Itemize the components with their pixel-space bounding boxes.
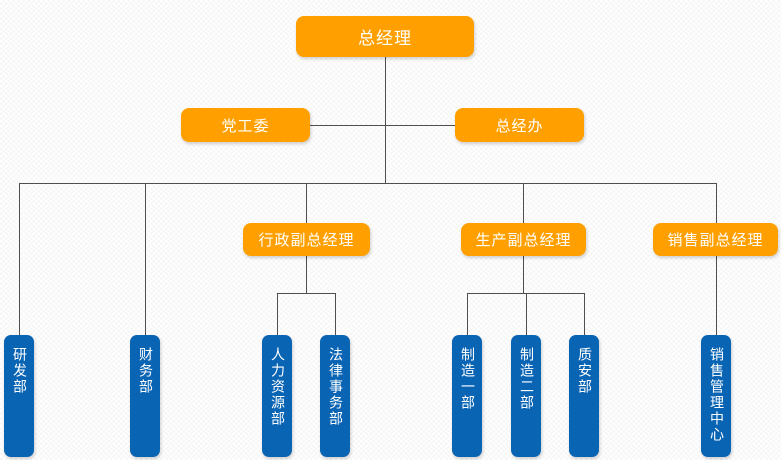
dept-label: 财务部 <box>137 347 153 395</box>
org-node-rnd-dept: 研发部 <box>4 335 34 457</box>
connector-production-deputy-down <box>523 256 524 293</box>
org-node-hr-dept: 人力资源部 <box>262 335 292 457</box>
org-node-sales-deputy-gm: 销售副总经理 <box>653 223 778 256</box>
org-node-quality-safety-dept: 质安部 <box>569 335 599 457</box>
dept-label: 制造一部 <box>459 347 475 411</box>
dept-label: 法律事务部 <box>327 347 343 427</box>
dept-label: 制造二部 <box>518 347 534 411</box>
connector-drop-sales-center <box>716 256 717 335</box>
connector-main-rail <box>19 183 717 184</box>
connector-drop-admin-deputy <box>306 183 307 223</box>
connector-gm-to-main-rail <box>385 57 386 183</box>
connector-drop-quality-safety <box>584 293 585 335</box>
connector-drop-hr-dept <box>277 293 278 335</box>
connector-drop-legal-dept <box>335 293 336 335</box>
org-node-admin-deputy-gm: 行政副总经理 <box>243 223 370 256</box>
org-node-manufacturing-dept-1: 制造一部 <box>452 335 482 457</box>
org-node-general-manager: 总经理 <box>296 16 474 57</box>
connector-drop-manufacturing-2 <box>526 293 527 335</box>
org-node-sales-management-center: 销售管理中心 <box>701 335 731 457</box>
dept-label: 人力资源部 <box>269 347 285 427</box>
org-node-general-manager-office: 总经办 <box>455 108 584 142</box>
dept-label: 销售管理中心 <box>708 347 724 443</box>
org-node-legal-affairs-dept: 法律事务部 <box>320 335 350 457</box>
dept-label: 质安部 <box>576 347 592 395</box>
connector-drop-rnd-dept <box>19 183 20 335</box>
connector-admin-children-rail <box>277 293 336 294</box>
connector-admin-deputy-down <box>306 256 307 293</box>
dept-label: 研发部 <box>11 347 27 395</box>
connector-drop-finance-dept <box>145 183 146 335</box>
org-node-party-work-committee: 党工委 <box>181 108 310 142</box>
connector-staff-row <box>310 125 455 126</box>
org-node-manufacturing-dept-2: 制造二部 <box>511 335 541 457</box>
connector-drop-manufacturing-1 <box>467 293 468 335</box>
org-node-production-deputy-gm: 生产副总经理 <box>461 223 586 256</box>
connector-drop-production-deputy <box>523 183 524 223</box>
org-node-finance-dept: 财务部 <box>130 335 160 457</box>
connector-drop-sales-deputy <box>716 183 717 223</box>
